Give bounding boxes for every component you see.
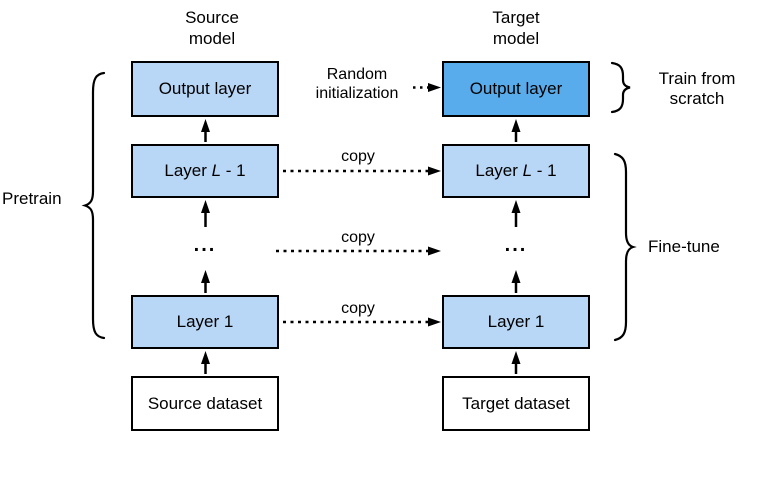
source-output-layer-label: Output layer xyxy=(158,79,252,98)
target-model-title-line2: model xyxy=(492,29,540,48)
target-layer-l-1-label: Layer L - 1 xyxy=(475,161,557,180)
target-layer-1-label: Layer 1 xyxy=(487,312,545,331)
source-dataset-box: Source dataset xyxy=(131,376,279,431)
train-from-scratch-label: Train from scratch xyxy=(658,69,736,108)
copy-arrow-ellipsis xyxy=(276,246,441,256)
train-from-scratch-brace xyxy=(610,61,631,114)
target-model-title-line1: Target xyxy=(492,8,540,27)
fine-tune-label: Fine-tune xyxy=(648,237,720,256)
copy-arrow-layer-l1 xyxy=(283,166,441,176)
source-layer-1-label: Layer 1 xyxy=(176,312,234,331)
source-model-title-line2: model xyxy=(188,29,236,48)
source-layer-1-box: Layer 1 xyxy=(131,295,279,349)
target-layer-l-1-box: Layer L - 1 xyxy=(442,144,590,198)
target-dataset-box: Target dataset xyxy=(442,376,590,431)
copy-label-ellipsis: copy xyxy=(341,229,375,246)
source-output-layer-box: Output layer xyxy=(131,61,279,117)
pretrain-label: Pretrain xyxy=(2,189,62,208)
source-model-title-line1: Source xyxy=(185,8,239,27)
source-hidden-layers-ellipsis: ... xyxy=(193,234,217,256)
target-hidden-layers-ellipsis: ... xyxy=(504,234,528,256)
target-dataset-label: Target dataset xyxy=(462,393,570,413)
copy-arrow-layer-1 xyxy=(283,317,441,327)
target-output-layer-label: Output layer xyxy=(469,79,563,98)
copy-label-layer-l1: copy xyxy=(341,148,375,165)
fine-tune-brace xyxy=(613,152,637,342)
target-model-title: Target model xyxy=(442,7,590,49)
random-initialization-label: Random initialization xyxy=(315,66,399,102)
random-init-arrow xyxy=(413,83,441,92)
target-layer-1-box: Layer 1 xyxy=(442,295,590,349)
source-layer-l-1-label: Layer L - 1 xyxy=(164,161,246,180)
pretrain-brace xyxy=(81,71,106,340)
source-layer-l-1-box: Layer L - 1 xyxy=(131,144,279,198)
copy-label-layer-1: copy xyxy=(341,300,375,317)
source-model-title: Source model xyxy=(134,7,290,49)
source-dataset-label: Source dataset xyxy=(147,393,263,413)
target-output-layer-box: Output layer xyxy=(442,61,590,117)
